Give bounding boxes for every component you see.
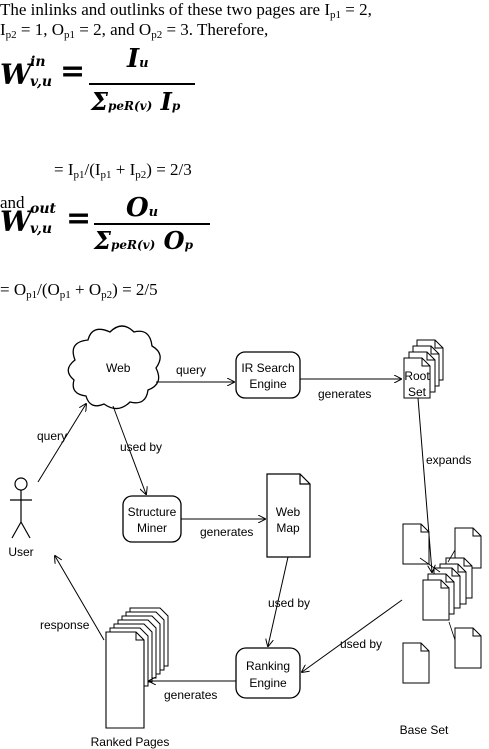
formula-sup: in (30, 54, 46, 70)
edge-label-used-by-base-ranking: used by (340, 637, 382, 651)
equals-sign: = (66, 201, 92, 236)
user-actor (10, 477, 32, 539)
edge-label-generates-ir-root: generates (318, 387, 371, 401)
ir-search-engine-node: IR Search Engine (235, 351, 301, 399)
web-cloud: Web (67, 325, 161, 410)
formula-weight-in: W in v,u = Iu ΣpeR(v) Ip (0, 44, 240, 154)
svg-text:Web: Web (276, 505, 301, 519)
svg-text:IR Search: IR Search (241, 361, 294, 375)
base-set-node (402, 523, 482, 684)
edge-label-generates-miner-map: generates (200, 525, 253, 539)
formula-sub: v,u (30, 221, 53, 237)
svg-text:Root: Root (404, 369, 430, 383)
ranking-engine-node: Ranking Engine (235, 647, 301, 699)
edge-label-used-by-web-miner: used by (120, 440, 162, 454)
user-label: User (8, 545, 33, 559)
and-text: and (0, 193, 25, 212)
edge-pages-user (55, 556, 105, 641)
edge-web-miner (112, 405, 146, 494)
intro-line-1: The inlinks and outlinks of these two pa… (0, 0, 372, 21)
edge-label-used-by-map-ranking: used by (268, 596, 310, 610)
fraction-bar (94, 223, 210, 225)
formula-sub: v,u (30, 74, 53, 90)
formula-lhs: W (0, 205, 32, 238)
formula-sup: out (30, 201, 56, 217)
web-label: Web (106, 361, 131, 375)
numerator: O (126, 193, 149, 223)
ranked-pages-label: Ranked Pages (91, 735, 170, 749)
svg-text:Set: Set (408, 385, 427, 399)
edge-label-generates-ranking-pages: generates (164, 688, 217, 702)
svg-text:Ranking: Ranking (246, 659, 290, 673)
edge-map-ranking (268, 556, 289, 646)
structure-miner-node: Structure Miner (122, 495, 182, 543)
intro-line-2: Ip2 = 1, Op1 = 2, and Op2 = 3. Therefore… (0, 20, 269, 41)
equation-result-2: = Op1/(Op1 + Op2) = 2/5 (0, 280, 158, 301)
edge-label-query-user-web: query (37, 429, 67, 443)
ranked-pages-node (105, 607, 169, 729)
equals-sign: = (60, 54, 86, 89)
svg-text:Engine: Engine (249, 377, 287, 391)
svg-text:Miner: Miner (137, 521, 167, 535)
edge-label-response: response (40, 618, 90, 632)
edge-label-query-web-ir: query (176, 363, 206, 377)
edge-user-web (37, 404, 86, 483)
svg-text:Structure: Structure (128, 505, 177, 519)
system-architecture-diagram: Web IR Search Engine Root Set Structure … (8, 325, 482, 749)
equation-result-1: = Ip1/(Ip1 + Ip2) = 2/3 (54, 160, 192, 181)
web-map-node: Web Map (266, 473, 311, 558)
formula-weight-out: W out v,u = Ou ΣpeR(v) Op (0, 193, 240, 278)
edge-base-ranking (302, 599, 403, 672)
svg-text:Engine: Engine (249, 676, 287, 690)
numerator: I (127, 44, 140, 74)
fraction-bar (89, 83, 195, 85)
formula-lhs: W (0, 58, 32, 91)
edge-label-expands: expands (426, 453, 471, 467)
root-set-node: Root Set (403, 339, 444, 399)
edge-root-base (417, 397, 432, 572)
base-set-label: Base Set (400, 723, 449, 737)
svg-text:Map: Map (276, 521, 300, 535)
